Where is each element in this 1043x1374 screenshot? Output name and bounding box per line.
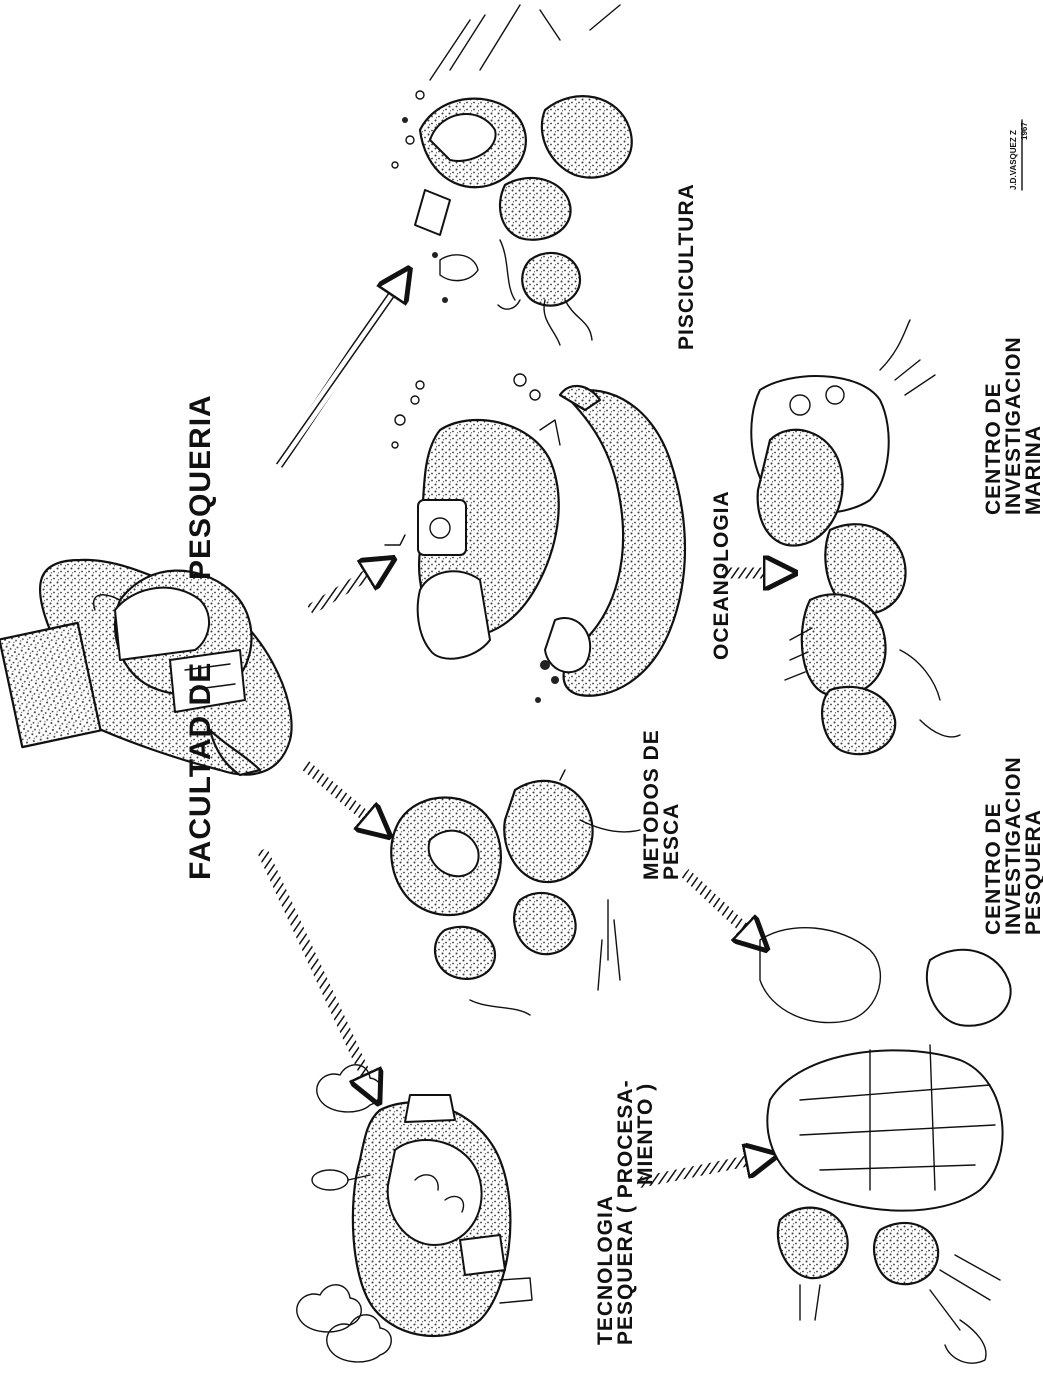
- label-centro-marina-line3: MARINA: [1022, 425, 1043, 515]
- arrow-to-metodos-pesca: [305, 765, 370, 820]
- label-metodos-pesca-line2: PESCA: [660, 803, 683, 880]
- tecnologia-illustration: [297, 1065, 532, 1362]
- arrows-group: [262, 290, 770, 1183]
- title-pesqueria: PESQUERIA: [184, 394, 217, 580]
- label-tecnologia-line3: MIENTO ): [634, 1083, 657, 1185]
- centro-pesquera-illustration: [760, 928, 1011, 1363]
- label-oceanologia: OCEANOLOGIA: [710, 490, 733, 660]
- artist-signature-name: J.D.VASQUEZ Z: [1009, 130, 1018, 190]
- label-piscicultura: PISCICULTURA: [675, 183, 698, 350]
- title-facultad-de: FACULTAD DE: [184, 662, 217, 880]
- arrow-metodos-to-pesquera: [685, 873, 748, 932]
- faculty-emblem-illustration: [0, 560, 292, 775]
- oceanologia-illustration: [385, 374, 685, 703]
- arrow-to-piscicultura: [278, 290, 395, 465]
- centro-marina-illustration: [751, 320, 960, 754]
- metodos-pesca-illustration: [391, 770, 640, 1015]
- arrow-to-tecnologia: [262, 850, 368, 1080]
- piscicultura-illustration: [392, 5, 632, 345]
- label-centro-pesquera-line3: PESQUERA: [1022, 809, 1043, 935]
- arrow-to-oceanologia: [310, 572, 372, 610]
